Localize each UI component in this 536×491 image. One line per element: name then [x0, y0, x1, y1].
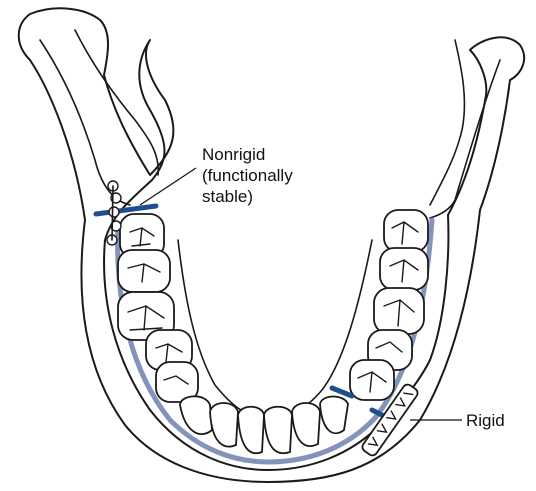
right-teeth: [350, 210, 428, 400]
tooth: [180, 396, 212, 434]
tooth: [380, 248, 428, 290]
nonrigid-label-line1: Nonrigid: [202, 145, 265, 164]
tooth: [384, 210, 428, 252]
rigid-label: Rigid: [466, 411, 505, 430]
tooth: [118, 250, 170, 292]
tooth: [292, 403, 320, 446]
tooth: [320, 397, 348, 434]
nonrigid-label-line3: stable): [202, 187, 253, 206]
left-teeth: [118, 214, 198, 402]
tooth: [264, 407, 292, 453]
nonrigid-label-line2: (functionally: [202, 166, 293, 185]
tooth: [238, 407, 264, 453]
right-fracture-line-1: [332, 388, 352, 396]
nonrigid-label: Nonrigid (functionally stable): [202, 145, 297, 206]
tooth: [210, 403, 238, 447]
tooth: [350, 360, 394, 400]
right-coronoid-line: [430, 40, 464, 205]
